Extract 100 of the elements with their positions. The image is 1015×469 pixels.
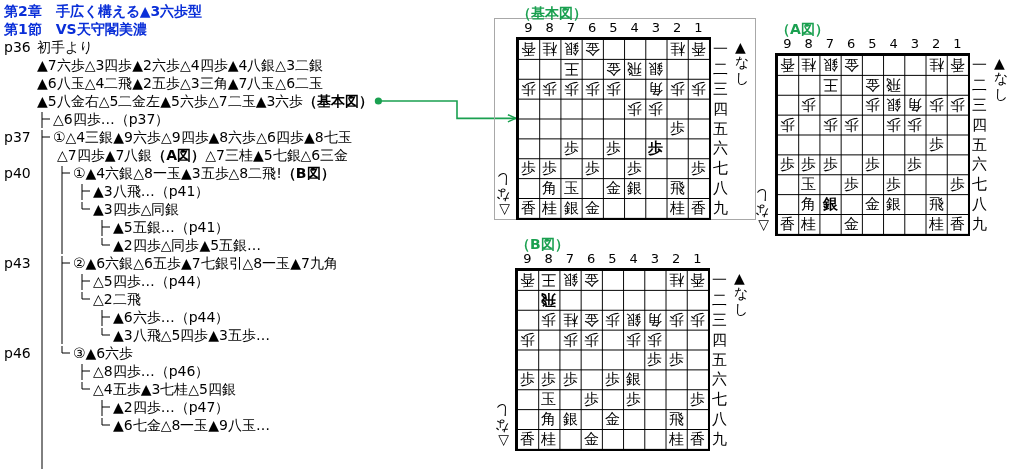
shogi-piece: 王 bbox=[563, 61, 579, 77]
row-number: 七 bbox=[712, 389, 727, 410]
shogi-piece: 歩 bbox=[907, 117, 923, 133]
move-sequence: ▲3八飛…（p41） bbox=[93, 182, 210, 200]
shogi-piece: 金 bbox=[583, 312, 599, 328]
shogi-piece: 飛 bbox=[669, 180, 685, 196]
row-number: 一 bbox=[972, 55, 987, 75]
column-number: 9 bbox=[523, 20, 534, 35]
shogi-piece: 歩 bbox=[605, 312, 620, 328]
shogi-piece: 金 bbox=[606, 61, 621, 77]
shogi-piece: 角 bbox=[542, 180, 558, 196]
shogi-piece: 歩 bbox=[949, 97, 965, 113]
page-reference: p40 bbox=[4, 164, 31, 182]
shogi-piece: 歩 bbox=[583, 391, 599, 407]
move-sequence: ▲5八金右△5二金左▲5六歩△7二玉▲3六歩（基本図） bbox=[37, 92, 374, 110]
shogi-piece: 銀 bbox=[626, 312, 642, 328]
shogi-piece: 歩 bbox=[542, 81, 558, 97]
shogi-piece: 歩 bbox=[521, 81, 537, 97]
shogi-piece: 金 bbox=[865, 196, 880, 212]
shogi-piece: 桂 bbox=[669, 200, 685, 216]
move-sequence: △5四歩…（p44） bbox=[93, 272, 210, 290]
diagram-heading: （A図） bbox=[776, 21, 829, 37]
move-sequence: △7四歩▲7八銀（A図）△7三桂▲5七銀△6三金 bbox=[57, 146, 349, 164]
shogi-piece: 歩 bbox=[626, 391, 642, 407]
row-number: 六 bbox=[972, 154, 987, 175]
pieces-in-hand: △なし bbox=[496, 172, 510, 219]
shogi-piece: 桂 bbox=[669, 41, 685, 57]
shogi-piece: 歩 bbox=[584, 81, 600, 97]
page-reference: p36 bbox=[4, 38, 31, 56]
shogi-piece: 歩 bbox=[907, 156, 923, 172]
shogi-piece: 歩 bbox=[648, 140, 664, 156]
shogi-piece: 角 bbox=[647, 312, 663, 328]
shogi-piece: 角 bbox=[907, 97, 923, 113]
column-number: 7 bbox=[565, 20, 576, 35]
shogi-piece: 歩 bbox=[668, 352, 684, 367]
row-number: 七 bbox=[713, 158, 728, 179]
row-number: 五 bbox=[972, 134, 987, 155]
column-number: 1 bbox=[693, 20, 704, 35]
move-sequence: △4五歩▲3七桂△5四銀 bbox=[93, 380, 237, 398]
shogi-piece: 銀 bbox=[886, 196, 902, 212]
shogi-piece: 歩 bbox=[606, 140, 621, 156]
column-number: 5 bbox=[867, 36, 878, 51]
shogi-piece: 銀 bbox=[563, 41, 579, 57]
shogi-piece: 銀 bbox=[563, 200, 579, 216]
shogi-piece: 桂 bbox=[928, 57, 944, 73]
shogi-piece: 玉 bbox=[801, 176, 817, 192]
column-number: 5 bbox=[607, 251, 618, 266]
page-reference: p37 bbox=[4, 128, 31, 146]
page-reference: p43 bbox=[4, 254, 31, 272]
row-number: 二 bbox=[972, 74, 987, 95]
shogi-piece: 桂 bbox=[801, 216, 817, 232]
row-number: 四 bbox=[713, 98, 728, 119]
shogi-piece: 角 bbox=[801, 196, 817, 212]
column-number: 3 bbox=[650, 20, 661, 35]
row-number: 八 bbox=[712, 409, 727, 430]
shogi-piece: 歩 bbox=[563, 140, 579, 156]
move-sequence: ▲6六歩…（p44） bbox=[113, 308, 230, 326]
shogi-piece: 金 bbox=[843, 57, 859, 73]
shogi-piece: 桂 bbox=[542, 200, 558, 216]
shogi-piece: 歩 bbox=[627, 101, 643, 117]
column-number: 8 bbox=[544, 20, 555, 35]
shogi-piece: 香 bbox=[520, 431, 536, 447]
shogi-piece: 香 bbox=[521, 41, 537, 57]
shogi-piece: 歩 bbox=[928, 97, 944, 113]
shogi-piece: 香 bbox=[780, 57, 796, 73]
shogi-piece: 歩 bbox=[647, 332, 663, 348]
shogi-piece: 歩 bbox=[669, 81, 685, 97]
column-number: 5 bbox=[608, 20, 619, 35]
move-sequence: ▲2四歩…（p47） bbox=[113, 398, 230, 416]
column-number: 8 bbox=[543, 251, 554, 266]
move-sequence: ▲3八飛△5四歩▲3五歩… bbox=[113, 326, 271, 344]
shogi-piece: 歩 bbox=[928, 137, 944, 152]
move-sequence: ▲3四歩△同銀 bbox=[93, 200, 180, 218]
move-sequence: ▲5五銀…（p41） bbox=[113, 218, 230, 236]
diagram-heading: （基本図） bbox=[517, 5, 587, 21]
move-sequence: ▲2四歩△同歩▲5五銀… bbox=[113, 236, 262, 254]
shogi-piece: 歩 bbox=[949, 176, 965, 192]
shogi-piece: 歩 bbox=[690, 160, 706, 176]
shogi-piece: 桂 bbox=[928, 216, 944, 232]
shogi-piece: 香 bbox=[520, 272, 536, 288]
page-reference: p46 bbox=[4, 344, 31, 362]
shogi-piece: 香 bbox=[949, 57, 965, 73]
row-number: 一 bbox=[713, 39, 728, 59]
row-number: 七 bbox=[972, 174, 987, 195]
column-number: 2 bbox=[670, 251, 682, 266]
shogi-piece: 歩 bbox=[865, 156, 880, 172]
shogi-piece: 金 bbox=[605, 411, 620, 427]
column-number: 7 bbox=[564, 251, 576, 266]
move-sequence: ②▲6六銀△6五歩▲7七銀引△8一玉▲7九角 bbox=[73, 254, 338, 272]
shogi-piece: 飛 bbox=[541, 292, 557, 308]
row-number: 一 bbox=[712, 270, 727, 290]
shogi-piece: 銀 bbox=[627, 180, 643, 196]
shogi-piece: 銀 bbox=[822, 196, 838, 212]
shogi-piece: 銀 bbox=[562, 411, 578, 427]
shogi-piece: 飛 bbox=[928, 196, 944, 212]
move-sequence: ①△4三銀▲9六歩△9四歩▲8六歩△6四歩▲8七玉 bbox=[53, 128, 352, 146]
shogi-piece: 角 bbox=[541, 411, 557, 427]
shogi-piece: 歩 bbox=[562, 332, 578, 348]
move-sequence: ▲6八玉△4二飛▲2五歩△3三角▲7八玉△6二玉 bbox=[37, 74, 324, 92]
shogi-piece: 香 bbox=[689, 272, 705, 288]
